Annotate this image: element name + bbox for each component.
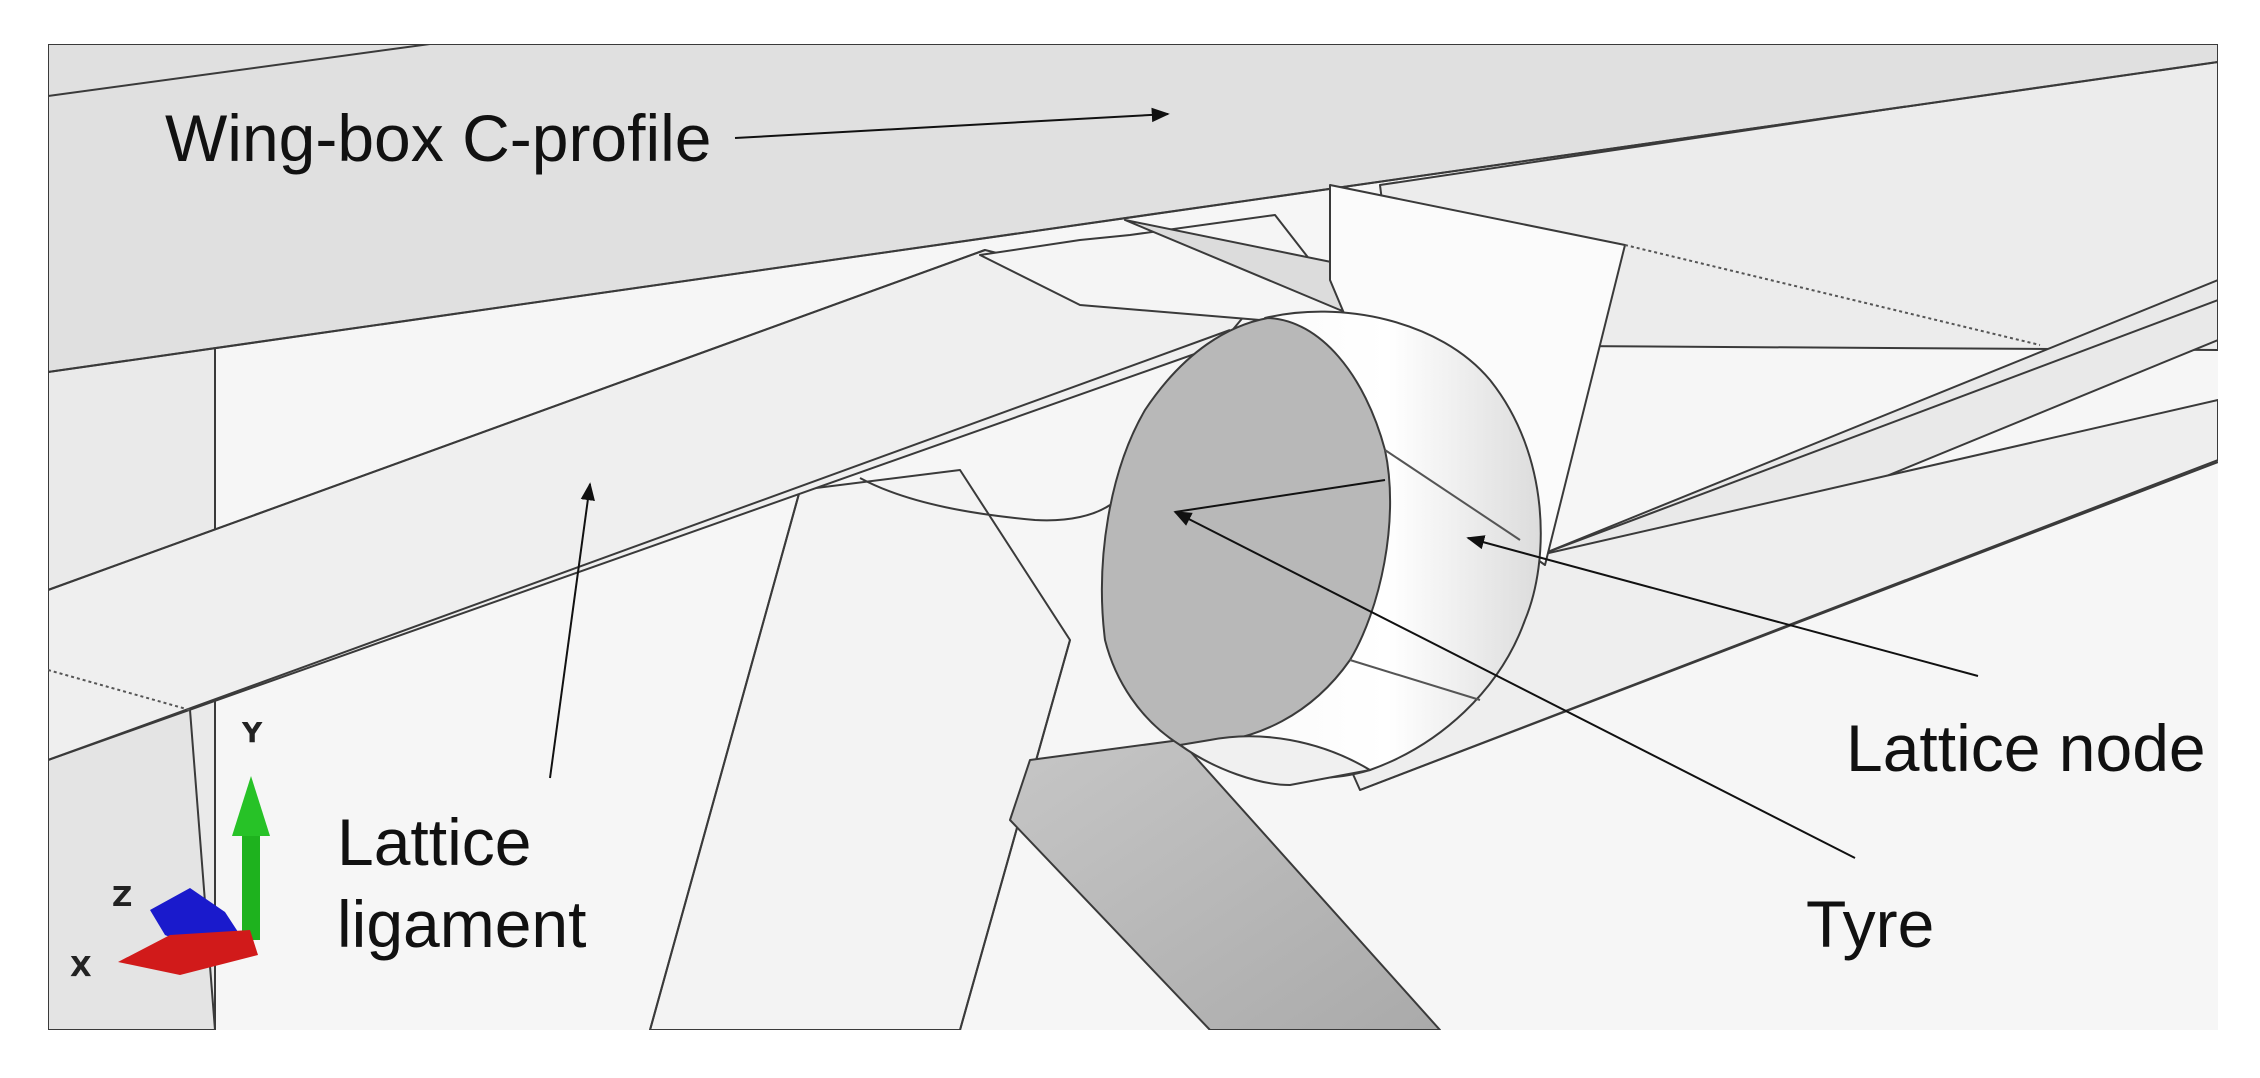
axis-x-letter: X <box>70 950 92 983</box>
tyre-leader <box>1173 511 1856 859</box>
lower-dark-bar <box>1009 739 1441 1030</box>
lattice-ligament-label-line1: Lattice <box>337 805 532 879</box>
lattice-node-label: Lattice node <box>1846 711 2206 785</box>
wing-box-label: Wing-box C-profile <box>165 101 712 175</box>
lattice-ligament-label-line2: ligament <box>337 887 587 961</box>
axis-y-letter: Y <box>242 716 263 749</box>
tyre-lower-lip <box>1179 735 1371 786</box>
ligament-leader <box>549 482 595 779</box>
axis-x-arrow <box>118 930 258 975</box>
node-lower-ring <box>859 477 1111 522</box>
wing-box-c-profile <box>48 44 2218 373</box>
axis-triad <box>118 776 270 975</box>
axis-z-letter: Z <box>112 880 133 913</box>
tyre-radius-line <box>1174 479 1386 513</box>
axis-y-arrow <box>242 832 260 940</box>
wing-box-leader <box>734 107 1170 139</box>
node-leader <box>1466 535 1979 677</box>
tyre-label: Tyre <box>1806 887 1935 961</box>
